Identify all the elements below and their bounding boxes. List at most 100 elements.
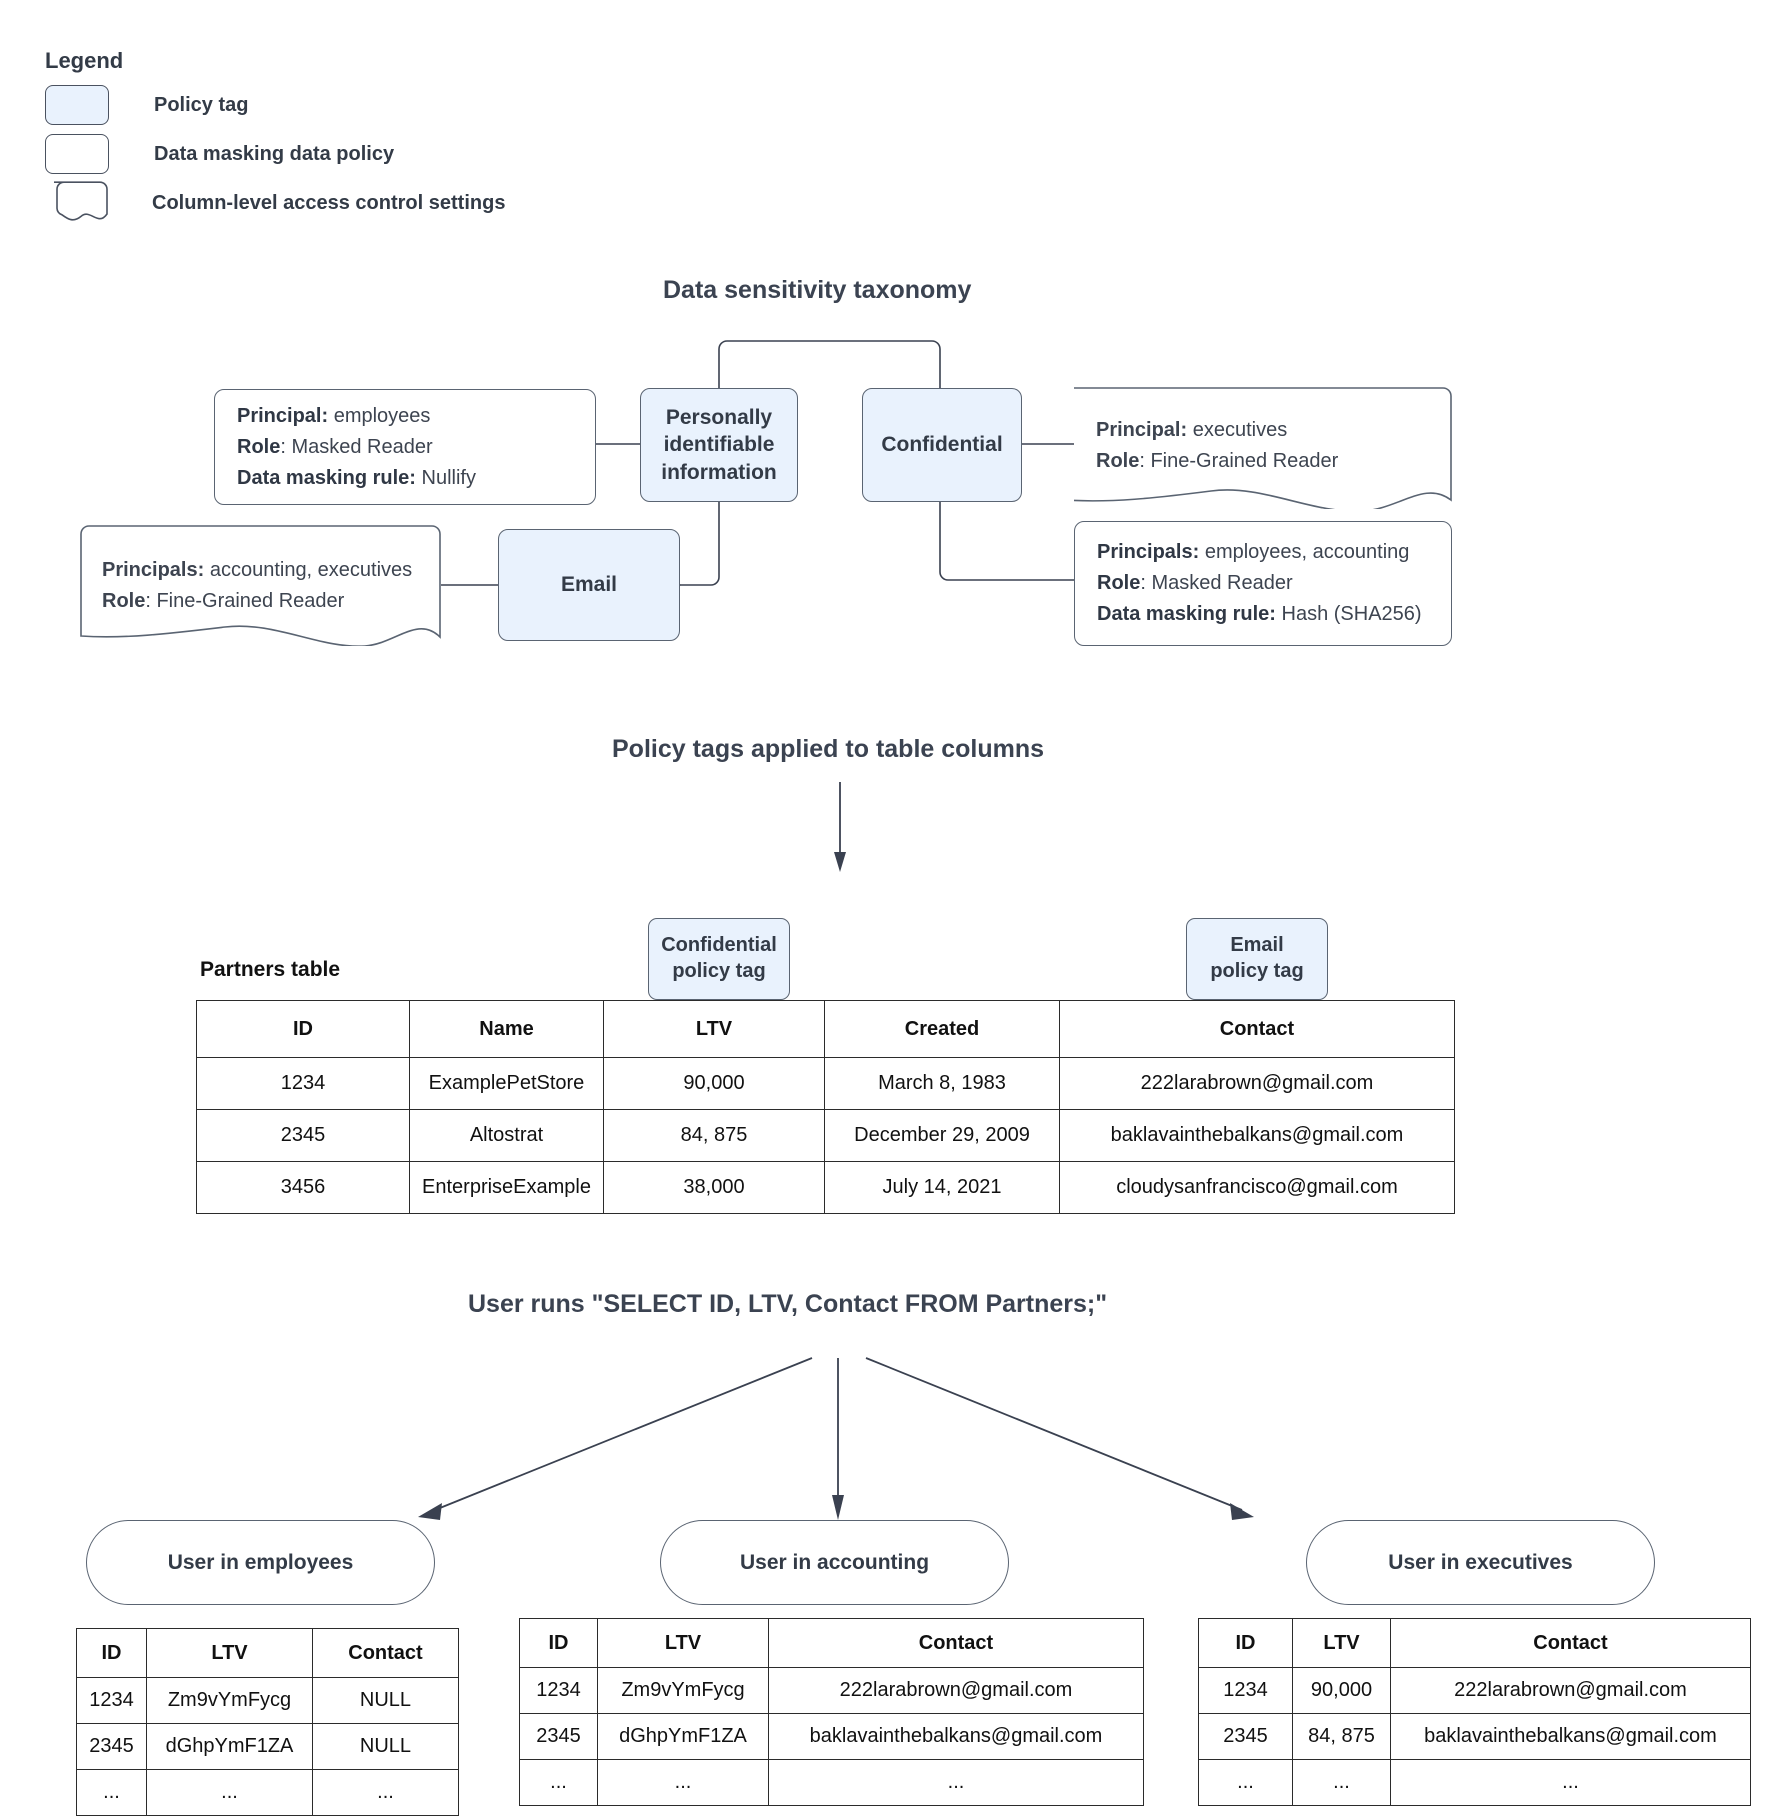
column-header-contact: Contact [1059,1000,1455,1058]
data-masking-policy-confidential: Principals: employees, accounting Role: … [1074,521,1452,646]
user-pill-accounting[interactable]: User in accounting [660,1520,1009,1605]
table-row: 2345 Altostrat 84, 875 December 29, 2009… [196,1109,1455,1162]
policy-line-key: Principals: [102,559,205,581]
user-pill-label: User in executives [1388,1550,1573,1574]
cell-ltv: dGhpYmF1ZA [597,1713,769,1760]
cell-ltv: Zm9vYmFycg [597,1667,769,1714]
column-header-ltv: LTV [597,1618,769,1668]
policy-tag-email[interactable]: Email [498,529,680,641]
policy-line: Data masking rule: Nullify [237,463,476,494]
policy-line: Data masking rule: Hash (SHA256) [1097,599,1422,630]
column-header-ltv: LTV [146,1628,313,1678]
column-header-contact: Contact [1390,1618,1751,1668]
policy-line-key: Role [1096,450,1140,472]
cell-contact: 222larabrown@gmail.com [1390,1667,1751,1714]
legend-item-data-masking-policy: Data masking data policy [45,133,505,175]
taxonomy-title: Data sensitivity taxonomy [663,276,972,304]
policy-line-key: Principal: [237,404,329,427]
column-header-id: ID [1198,1618,1293,1668]
legend-item-label: Column-level access control settings [152,191,506,214]
column-header-id: ID [76,1628,147,1678]
column-header-name: Name [409,1000,604,1058]
policy-tag-confidential[interactable]: Confidential [862,388,1022,502]
policy-line-value: Nullify [415,466,476,489]
cell-id: 3456 [196,1161,410,1214]
column-policy-tag-line1: Email [1230,934,1284,957]
cell-created: July 14, 2021 [824,1161,1060,1214]
result-table-executives: ID LTV Contact 1234 90,000 222larabrown@… [1198,1618,1751,1806]
legend: Legend Policy tag Data masking data poli… [45,48,505,231]
column-header-contact: Contact [768,1618,1144,1668]
column-policy-tag-confidential[interactable]: Confidential policy tag [648,918,790,1000]
cell-id: ... [519,1759,598,1806]
policy-line: Principals: accounting, executives [102,555,412,586]
result-table-employees: ID LTV Contact 1234 Zm9vYmFycg NULL 2345… [76,1628,459,1816]
policy-tag-pii[interactable]: Personally identifiable information [640,388,798,502]
table-row: 3456 EnterpriseExample 38,000 July 14, 2… [196,1161,1455,1214]
table-row: 2345 dGhpYmF1ZA NULL [76,1723,459,1770]
policy-line-value: executives [1187,419,1288,441]
user-pill-employees[interactable]: User in employees [86,1520,435,1605]
column-access-settings-confidential: Principal: executives Role: Fine-Grained… [1074,387,1452,509]
cell-contact: cloudysanfrancisco@gmail.com [1059,1161,1455,1214]
policy-line: Role: Masked Reader [1097,568,1422,599]
cell-ltv: 90,000 [1292,1667,1391,1714]
legend-item-policy-tag: Policy tag [45,84,505,126]
cell-id: 1234 [76,1677,147,1724]
cell-created: March 8, 1983 [824,1057,1060,1110]
cell-ltv: 84, 875 [603,1109,825,1162]
cell-contact: 222larabrown@gmail.com [768,1667,1144,1714]
user-pill-label: User in accounting [739,1550,930,1574]
column-access-settings-email: Principals: accounting, executives Role:… [80,525,441,646]
policy-line-key: Principal: [1096,419,1188,441]
policy-line-value: : Masked Reader [1140,572,1293,594]
policy-line-key: Role [237,435,281,458]
user-pill-executives[interactable]: User in executives [1306,1520,1655,1605]
wavy-card-shape-icon [1074,387,1452,509]
table-header-row: ID LTV Contact [1198,1618,1751,1668]
policy-line-key: Role [102,590,146,612]
cell-ltv: Zm9vYmFycg [146,1677,313,1724]
column-policy-tag-email[interactable]: Email policy tag [1186,918,1328,1000]
cell-id: 2345 [196,1109,410,1162]
policy-tag-pii-label: Personally identifiable information [661,406,777,484]
policy-line-key: Data masking rule: [1097,603,1276,625]
policy-line: Principal: executives [1096,415,1338,446]
cell-id: 2345 [76,1723,147,1770]
cell-id: 2345 [519,1713,598,1760]
user-pill-label: User in employees [167,1550,354,1574]
legend-item-label: Data masking data policy [154,142,395,165]
data-masking-policy-pii: Principal: employees Role: Masked Reader… [214,389,596,505]
column-policy-tag-line1: Confidential [661,934,777,957]
column-header-id: ID [196,1000,410,1058]
policy-tag-confidential-label: Confidential [881,433,1003,457]
policy-line-value: employees, accounting [1199,541,1410,563]
cell-contact: baklavainthebalkans@gmail.com [768,1713,1144,1760]
cell-contact: ... [1390,1759,1751,1806]
partners-table-label: Partners table [200,958,341,981]
policy-line-value: : Masked Reader [280,435,433,458]
table-header-row: ID LTV Contact [76,1628,459,1678]
column-policy-tag-line2: policy tag [1210,960,1304,982]
cell-contact: ... [768,1759,1144,1806]
query-title: User runs "SELECT ID, LTV, Contact FROM … [468,1290,1108,1318]
cell-ltv: ... [1292,1759,1391,1806]
column-header-ltv: LTV [603,1000,825,1058]
policy-line-value: Hash (SHA256) [1275,603,1422,625]
table-row: ... ... ... [519,1759,1144,1806]
cell-ltv: 38,000 [603,1161,825,1214]
policy-line: Role: Fine-Grained Reader [102,586,412,617]
query-fanout-arrows [418,1357,1254,1520]
policy-tag-email-label: Email [560,573,618,597]
column-header-contact: Contact [312,1628,459,1678]
cell-name: Altostrat [409,1109,604,1162]
result-table-accounting: ID LTV Contact 1234 Zm9vYmFycg 222larabr… [519,1618,1144,1806]
table-row: 2345 dGhpYmF1ZA baklavainthebalkans@gmai… [519,1713,1144,1760]
cell-ltv: 84, 875 [1292,1713,1391,1760]
cell-contact: 222larabrown@gmail.com [1059,1057,1455,1110]
column-header-created: Created [824,1000,1060,1058]
table-row: ... ... ... [1198,1759,1751,1806]
policy-line-value: : Fine-Grained Reader [145,590,345,612]
column-access-settings-swatch-icon [45,181,108,225]
cell-contact: baklavainthebalkans@gmail.com [1059,1109,1455,1162]
